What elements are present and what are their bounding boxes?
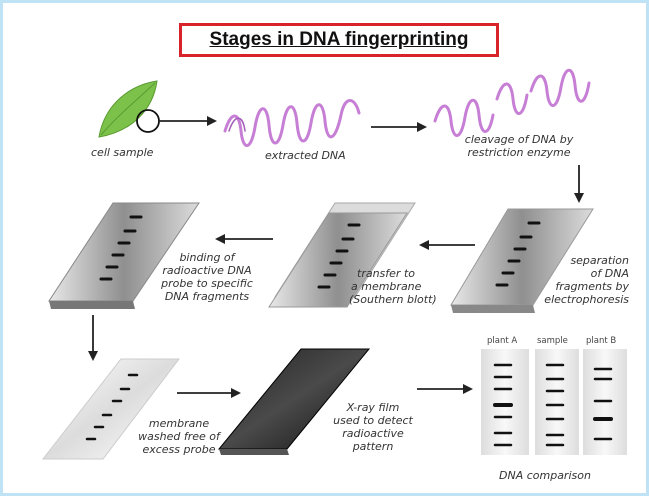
label-separation-line4: electrophoresis [544, 293, 629, 306]
label-binding: binding of radioactive DNA probe to spec… [147, 251, 267, 303]
lane-b-bands [593, 367, 613, 441]
label-dna-comparison: DNA comparison [499, 469, 591, 482]
label-extracted-dna: extracted DNA [265, 149, 346, 162]
label-xray: X-ray film used to detect radioactive pa… [323, 401, 423, 453]
southern-blot-membrane [268, 202, 416, 308]
label-xray-line4: pattern [352, 440, 394, 453]
label-separation: separation of DNA fragments by electroph… [531, 254, 629, 306]
electrophoresis-gel [450, 208, 594, 313]
label-transfer-line3: (Southern blott) [349, 293, 437, 306]
label-binding-line2: radioactive DNA [162, 264, 252, 277]
label-cleavage: cleavage of DNA by restriction enzyme [449, 133, 589, 159]
sample-bands [545, 363, 565, 447]
label-binding-line3: probe to specific [161, 277, 253, 290]
label-transfer: transfer to a membrane (Southern blott) [349, 267, 437, 306]
label-xray-line2: used to detect [333, 414, 413, 427]
lane-label-plant-b: plant B [586, 336, 617, 346]
diagram-canvas [41, 68, 627, 460]
label-xray-line3: radioactive [342, 427, 404, 440]
label-xray-line1: X-ray film [346, 401, 400, 414]
lane-label-sample: sample [537, 336, 568, 346]
label-cleavage-line2: restriction enzyme [467, 146, 571, 159]
lane-label-plant-a: plant A [487, 336, 518, 346]
leaf-icon [98, 80, 160, 138]
label-washed-line2: washed free of [138, 430, 220, 443]
label-washed-line3: excess probe [142, 443, 216, 456]
lane-a-bands [493, 363, 513, 447]
label-separation-line2: of DNA [590, 267, 629, 280]
extracted-dna-icon [223, 99, 361, 147]
label-transfer-line1: transfer to [357, 267, 415, 280]
label-separation-line1: separation [570, 254, 629, 267]
label-transfer-line2: a membrane [351, 280, 422, 293]
label-cleavage-line1: cleavage of DNA by [464, 133, 574, 146]
label-washed: membrane washed free of excess probe [129, 417, 229, 456]
label-binding-line4: DNA fragments [164, 290, 250, 303]
comparison-lanes [481, 349, 627, 455]
label-cell-sample: cell sample [91, 146, 154, 159]
label-washed-line1: membrane [148, 417, 210, 430]
label-separation-line3: fragments by [555, 280, 629, 293]
page-title: Stages in DNA fingerprinting [209, 29, 469, 50]
label-binding-line1: binding of [179, 251, 235, 264]
cleaved-dna-icon [433, 68, 591, 137]
xray-film [217, 348, 371, 455]
probe-binding-membrane [48, 202, 200, 309]
washed-membrane [41, 358, 181, 460]
title-box: Stages in DNA fingerprinting [179, 23, 499, 57]
